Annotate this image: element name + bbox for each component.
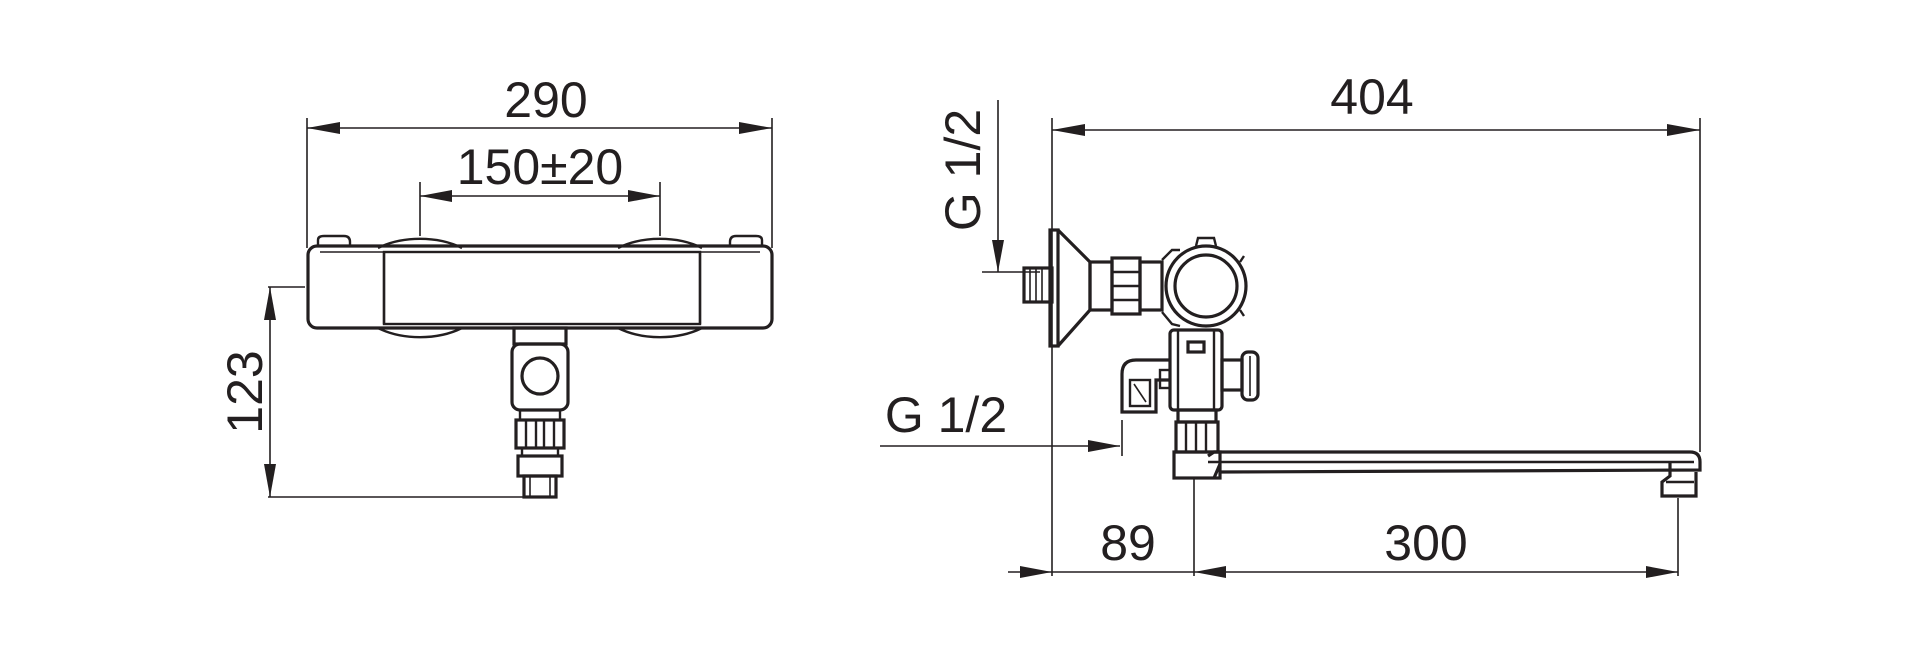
front-view: 290 150±20 123 xyxy=(217,72,774,499)
dimension-123-label: 123 xyxy=(217,350,273,433)
side-view: 404 G 1/2 G 1/2 89 xyxy=(880,69,1702,578)
dimension-290-label: 290 xyxy=(504,72,587,128)
dimension-150-label: 150±20 xyxy=(457,139,623,195)
dimension-g-top-label: G 1/2 xyxy=(935,109,991,231)
diverter-side xyxy=(1120,328,1260,454)
dimension-89: 89 xyxy=(1008,478,1195,578)
thermostat-body-front xyxy=(306,234,774,339)
dimension-g-bottom-label: G 1/2 xyxy=(885,387,1007,443)
outlet-assembly-front xyxy=(510,326,570,499)
dimension-150: 150±20 xyxy=(419,139,661,236)
inlet-flange-side xyxy=(1022,228,1164,348)
dimension-300-label: 300 xyxy=(1384,515,1467,571)
dimension-300: 300 xyxy=(1194,498,1679,578)
dimension-g-bottom: G 1/2 xyxy=(880,387,1123,456)
dimension-89-label: 89 xyxy=(1100,515,1156,571)
dimension-g-top: G 1/2 xyxy=(935,100,1040,273)
dimension-404: 404 xyxy=(1051,69,1701,576)
spout-side xyxy=(1172,450,1702,498)
dimension-290: 290 xyxy=(306,72,773,248)
dimension-123: 123 xyxy=(217,286,528,498)
dimension-404-label: 404 xyxy=(1330,69,1413,125)
mixer-body-side xyxy=(1161,236,1248,328)
